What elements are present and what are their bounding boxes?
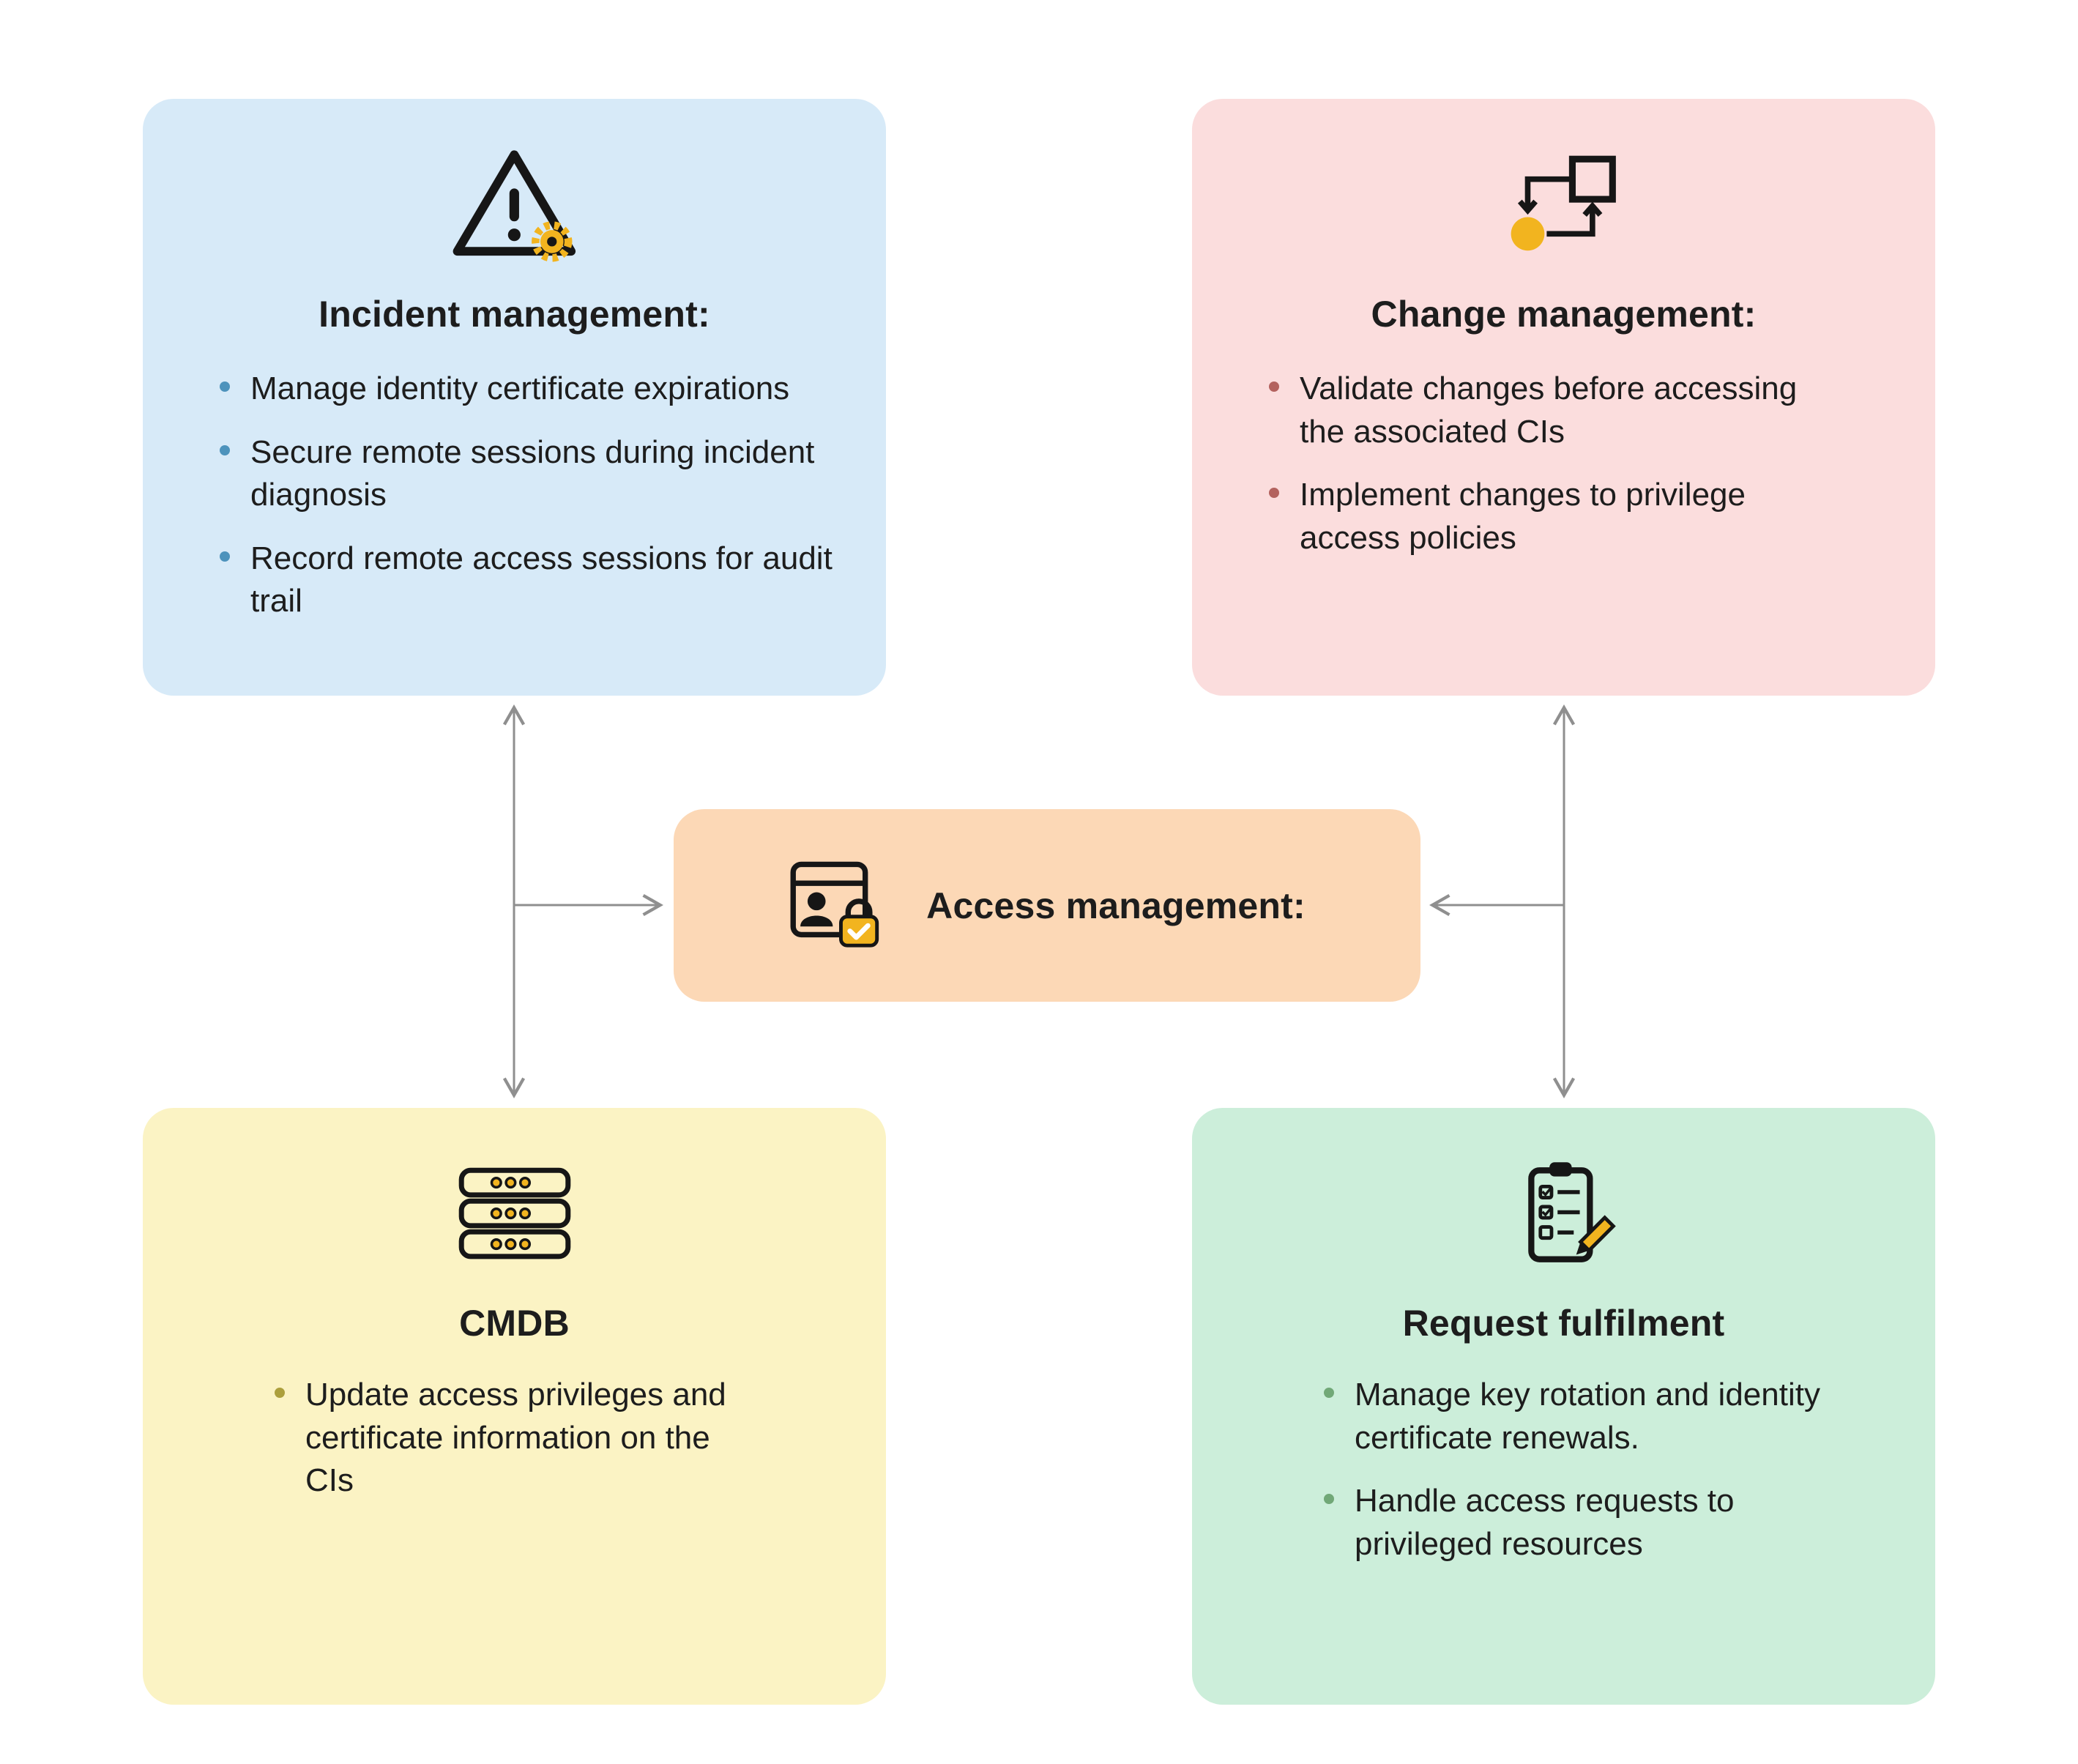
bullet-dot	[220, 382, 230, 392]
bullet-item: Validate changes before accessing the as…	[1269, 368, 1891, 453]
request-fulfilment-card: Request fulfilment Manage key rotation a…	[1192, 1108, 1935, 1705]
user-window-padlock-icon	[789, 859, 890, 953]
change-management-card: Change management: Validate changes befo…	[1192, 99, 1935, 696]
bullet-item: Manage key rotation and identity certifi…	[1324, 1374, 1891, 1459]
checklist-pencil-icon	[1528, 1161, 1616, 1262]
cmdb-bullet-list: Update access privileges and certificate…	[143, 1374, 886, 1503]
bullet-text: Update access privileges and certificate…	[305, 1377, 726, 1499]
warning-triangle-gear-icon	[453, 150, 576, 262]
bullet-text: Implement changes to privilege access po…	[1300, 477, 1746, 556]
request-bullet-list: Manage key rotation and identity certifi…	[1192, 1374, 1935, 1566]
bullet-item: Manage identity certificate expirations	[220, 368, 842, 411]
bullet-text: Record remote access sessions for audit …	[250, 540, 833, 619]
warning-triangle-gear-icon	[450, 134, 580, 277]
incident-management-card: Incident management: Manage identity cer…	[143, 99, 886, 696]
bullet-item: Secure remote sessions during incident d…	[220, 431, 842, 517]
bullet-item: Handle access requests to privileged res…	[1324, 1480, 1891, 1566]
bullet-text: Handle access requests to privileged res…	[1355, 1483, 1735, 1562]
workflow-circle-square-icon	[1511, 155, 1616, 251]
user-window-padlock-icon	[790, 861, 879, 948]
workflow-circle-square-icon	[1505, 134, 1623, 277]
bullet-dot	[1324, 1494, 1334, 1505]
change-management-title: Change management:	[1371, 294, 1757, 335]
bullet-dot	[220, 444, 230, 455]
bullet-item: Update access privileges and certificate…	[275, 1374, 842, 1503]
bullet-text: Manage key rotation and identity certifi…	[1355, 1377, 1820, 1456]
bullet-dot	[275, 1388, 285, 1398]
checklist-pencil-icon	[1507, 1143, 1620, 1286]
bullet-text: Manage identity certificate expirations	[250, 371, 790, 406]
bullet-item: Record remote access sessions for audit …	[220, 537, 842, 623]
request-fulfilment-title: Request fulfilment	[1402, 1303, 1725, 1344]
cmdb-title: CMDB	[459, 1303, 570, 1344]
access-management-card: Access management:	[674, 809, 1420, 1002]
bullet-item: Implement changes to privilege access po…	[1269, 474, 1891, 559]
incident-bullet-list: Manage identity certificate expirations …	[143, 368, 886, 623]
bullet-dot	[1269, 488, 1279, 499]
bullet-text: Validate changes before accessing the as…	[1300, 371, 1798, 450]
server-stack-icon	[453, 1143, 576, 1286]
bullet-text: Secure remote sessions during incident d…	[250, 433, 815, 513]
incident-management-title: Incident management:	[319, 294, 710, 335]
bullet-dot	[1324, 1388, 1334, 1398]
bullet-dot	[220, 551, 230, 562]
change-bullet-list: Validate changes before accessing the as…	[1192, 368, 1935, 559]
cmdb-card: CMDB Update access privileges and certif…	[143, 1108, 886, 1705]
server-stack-icon	[458, 1167, 570, 1259]
bullet-dot	[1269, 382, 1279, 392]
access-management-title: Access management:	[926, 885, 1306, 926]
